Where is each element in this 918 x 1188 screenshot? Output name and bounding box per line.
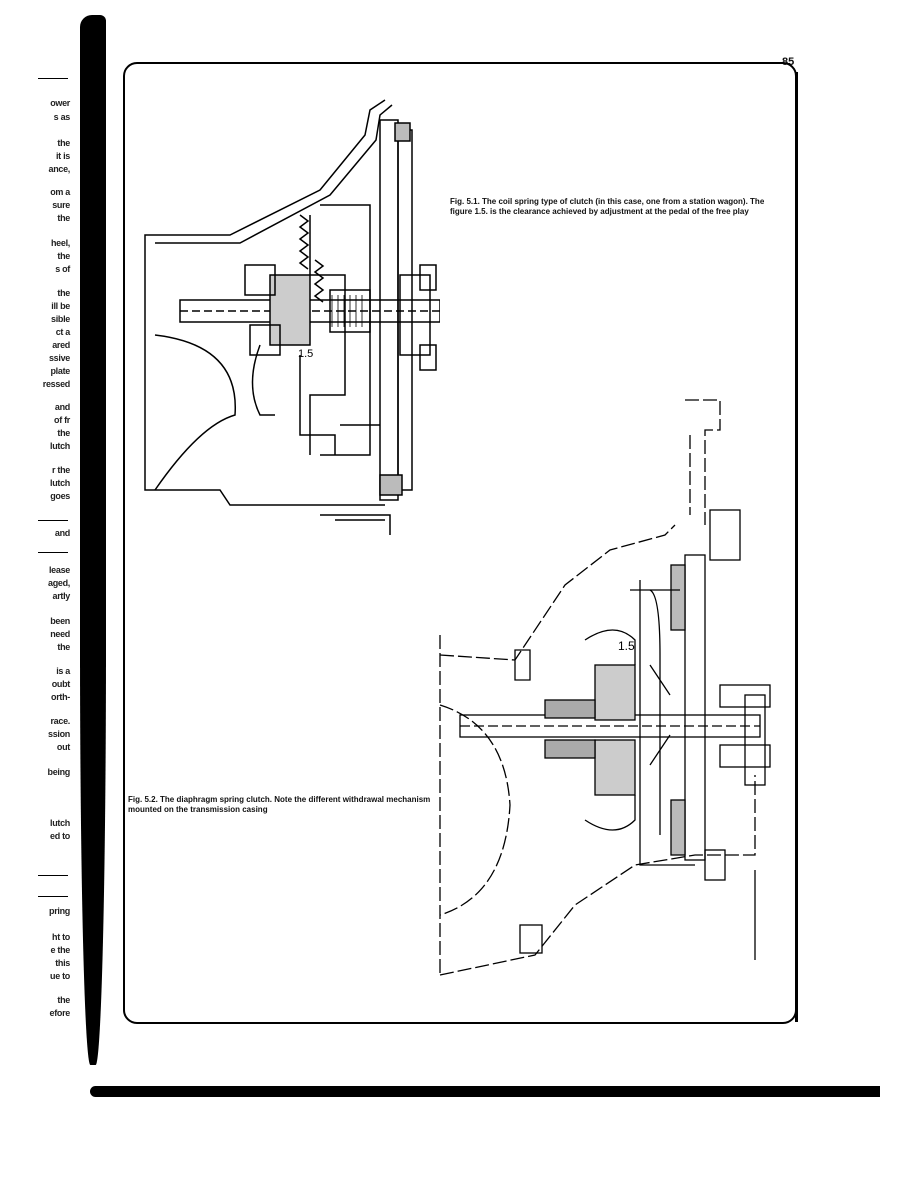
facing-page-text-fragments: ower s as the it is ance, om a sure the … <box>0 60 78 1040</box>
gutter-word: the <box>57 251 70 261</box>
gutter-word: artly <box>52 591 70 601</box>
gutter-word: and <box>54 528 70 538</box>
gutter-word: lutch <box>50 441 70 451</box>
gutter-word: is a <box>56 666 70 676</box>
gutter-word: it is <box>55 151 70 161</box>
gutter-word: race. <box>50 716 70 726</box>
gutter-word: e the <box>50 945 70 955</box>
gutter-word: plate <box>50 366 70 376</box>
gutter-word: being <box>47 767 71 777</box>
gutter-word: ed to <box>50 831 70 841</box>
diaphragm-spring-clutch-drawing: 1.5 <box>439 399 771 976</box>
gutter-word: goes <box>50 491 70 501</box>
gutter-word: sible <box>50 314 70 324</box>
frame-right-rule <box>795 72 798 1022</box>
gutter-word: ue to <box>50 971 70 981</box>
gutter-word: the <box>57 995 70 1005</box>
gutter-rule <box>38 875 68 876</box>
coil-spring-clutch-drawing: 1.5 <box>144 99 440 535</box>
binding-gutter-shadow <box>80 15 106 1065</box>
gutter-word: sure <box>52 200 70 210</box>
gutter-word: out <box>56 742 70 752</box>
gutter-word: ssion <box>47 729 70 739</box>
gutter-rule <box>38 896 68 897</box>
gutter-word: ct a <box>55 327 71 337</box>
gutter-word: the <box>57 288 70 298</box>
gutter-word: ance, <box>48 164 70 174</box>
clearance-callout: 1.5 <box>618 639 635 653</box>
gutter-rule <box>38 520 68 521</box>
gutter-word: this <box>55 958 70 968</box>
gutter-word: ht to <box>52 932 70 942</box>
figure-5-1-caption: Fig. 5.1. The coil spring type of clutch… <box>450 197 765 216</box>
gutter-word: been <box>50 616 70 626</box>
gutter-word: the <box>57 642 70 652</box>
clearance-callout: 1.5 <box>298 348 313 360</box>
gutter-rule <box>38 78 68 79</box>
gutter-word: ressed <box>42 379 71 389</box>
gutter-word: ill be <box>51 301 70 311</box>
gutter-word: the <box>57 428 70 438</box>
gutter-word: orth- <box>51 692 70 702</box>
gutter-word: ower <box>50 98 70 108</box>
gutter-word: lutch <box>50 818 70 828</box>
gutter-word: ared <box>52 340 70 350</box>
gutter-word: s as <box>53 112 71 122</box>
gutter-word: heel, <box>50 238 70 248</box>
gutter-word: the <box>57 213 70 223</box>
gutter-rule <box>38 552 68 553</box>
gutter-word: pring <box>49 906 70 916</box>
gutter-word: efore <box>49 1008 70 1018</box>
gutter-word: lutch <box>50 478 70 488</box>
gutter-word: ssive <box>48 353 70 363</box>
gutter-word: and <box>54 402 70 412</box>
gutter-word: of fr <box>54 415 70 425</box>
gutter-word: the <box>57 138 70 148</box>
gutter-word: need <box>50 629 70 639</box>
gutter-word: om a <box>50 187 70 197</box>
figure-5-2-caption: Fig. 5.2. The diaphragm spring clutch. N… <box>128 795 431 814</box>
gutter-word: r the <box>51 465 70 475</box>
gutter-word: oubt <box>51 679 71 689</box>
gutter-word: lease <box>48 565 70 575</box>
gutter-word: aged, <box>47 578 70 588</box>
bottom-rule <box>90 1086 880 1097</box>
gutter-word: s of <box>55 264 70 274</box>
